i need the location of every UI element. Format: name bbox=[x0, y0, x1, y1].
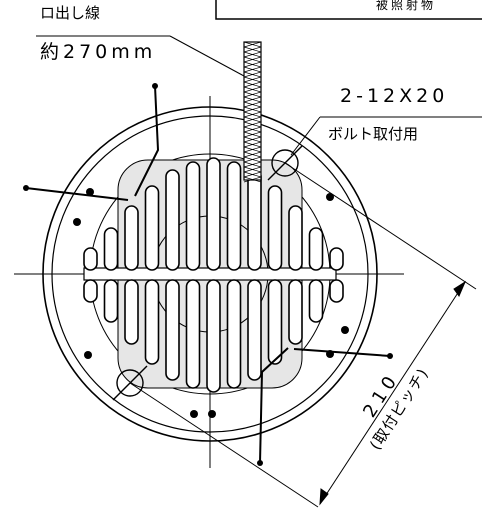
heat-sink-fin bbox=[288, 205, 303, 271]
heat-sink-fin bbox=[247, 279, 262, 381]
heat-sink-fin bbox=[124, 205, 139, 271]
heat-sink-fin bbox=[308, 279, 324, 323]
heat-sink-fins bbox=[83, 157, 344, 393]
heat-sink-fin bbox=[329, 247, 344, 271]
bolt-callout: 2-12X20 ボルト取付用 bbox=[290, 85, 482, 156]
heat-sink-fin bbox=[185, 161, 201, 271]
heat-sink-fin bbox=[308, 227, 324, 271]
wire-leads bbox=[25, 85, 391, 464]
lead-wire-callout: ロ出し線 約270mm bbox=[36, 4, 245, 77]
inner-rim bbox=[51, 115, 369, 433]
heat-sink-fin bbox=[267, 279, 283, 365]
heat-sink-fin bbox=[83, 279, 98, 303]
title-block-text: 被照射物 bbox=[376, 0, 436, 12]
heat-sink-fin bbox=[267, 185, 283, 271]
heat-sink-fin bbox=[144, 185, 160, 271]
heat-sink-fin bbox=[103, 227, 119, 271]
bolt-spec: 2-12X20 bbox=[340, 85, 448, 107]
heat-sink-fin bbox=[226, 161, 242, 271]
title-block: 被照射物 bbox=[215, 0, 482, 20]
heat-sink-fin bbox=[185, 279, 201, 389]
lead-wire-label: ロ出し線 bbox=[40, 4, 100, 22]
heat-sink-fin bbox=[247, 169, 262, 271]
pitch-label-group: 210 (取付ピッチ) bbox=[359, 365, 432, 453]
wire-ends bbox=[23, 83, 393, 466]
pitch-dimension bbox=[129, 162, 477, 508]
bolt-purpose: ボルト取付用 bbox=[328, 125, 418, 143]
heat-sink-fin bbox=[288, 279, 303, 345]
heat-sink-fin bbox=[144, 279, 160, 365]
outer-flange bbox=[42, 106, 378, 442]
mount-dots bbox=[73, 188, 349, 418]
lead-wire-cable bbox=[243, 41, 262, 183]
lead-wire-length: 約270mm bbox=[40, 41, 156, 63]
heat-sink-fin bbox=[103, 279, 119, 323]
heat-sink-fin bbox=[206, 279, 221, 393]
heat-sink-fin bbox=[329, 279, 344, 303]
heat-sink-fin bbox=[165, 169, 180, 271]
heat-sink-fin bbox=[165, 279, 180, 381]
heat-sink-fin bbox=[124, 279, 139, 345]
heat-sink-fin bbox=[226, 279, 242, 389]
heat-sink-fin bbox=[83, 247, 98, 271]
heat-sink-fin bbox=[206, 157, 221, 271]
